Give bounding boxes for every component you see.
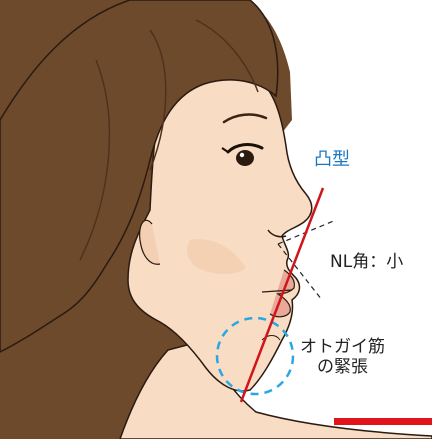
mentalis-label: オトガイ筋 の緊張: [300, 338, 385, 377]
mentalis-label-line1: オトガイ筋: [300, 338, 385, 358]
profile-type-label: 凸型: [314, 150, 350, 171]
red-bar: [334, 418, 432, 425]
mentalis-label-line2: の緊張: [300, 358, 385, 378]
eye-iris: [236, 150, 254, 166]
nl-angle-label: NL角：小: [330, 253, 403, 273]
eye-highlight: [240, 153, 244, 157]
